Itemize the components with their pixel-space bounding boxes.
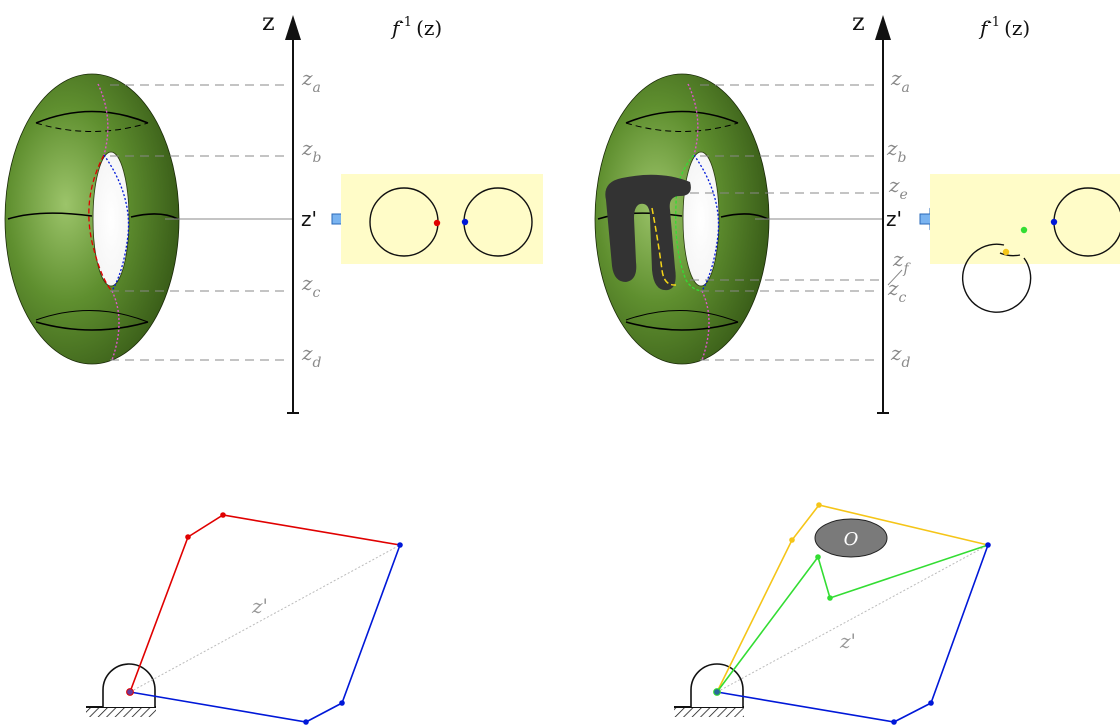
- obstacle-label: O: [844, 529, 859, 550]
- torus-right: [594, 73, 770, 365]
- level-label: zb: [886, 136, 907, 166]
- linkage-left: z': [86, 512, 403, 725]
- preimage-box: [341, 174, 543, 264]
- level-label: ze: [888, 173, 908, 203]
- level-label: za: [890, 66, 910, 96]
- zprime-label: z': [886, 207, 902, 231]
- preimage-label: f-1(z): [978, 15, 1030, 40]
- level-label: zd: [301, 341, 322, 371]
- distance-label: z': [251, 594, 268, 618]
- axis-label: z: [852, 8, 865, 36]
- level-label: zc: [301, 271, 321, 301]
- level-label: zd: [890, 341, 911, 371]
- level-label: za: [301, 66, 321, 96]
- preimage-box: [930, 174, 1120, 264]
- obstacle: [814, 518, 888, 558]
- preimage-label: f-1(z): [390, 15, 442, 40]
- level-label: zb: [301, 136, 322, 166]
- panel-left: z f-1(z) za zb zc zd z': [4, 8, 543, 414]
- level-label: zc: [887, 276, 907, 306]
- panel-right: z f-1(z) za zb ze zf zc zd z': [594, 8, 1120, 414]
- torus-left: [4, 73, 180, 365]
- zprime-label: z': [301, 207, 317, 231]
- linkage-right: z' O: [674, 502, 991, 725]
- distance-label: z': [839, 629, 856, 653]
- obstacle-region: [605, 174, 691, 291]
- axis-label: z: [262, 8, 275, 36]
- level-label: zf: [892, 247, 912, 277]
